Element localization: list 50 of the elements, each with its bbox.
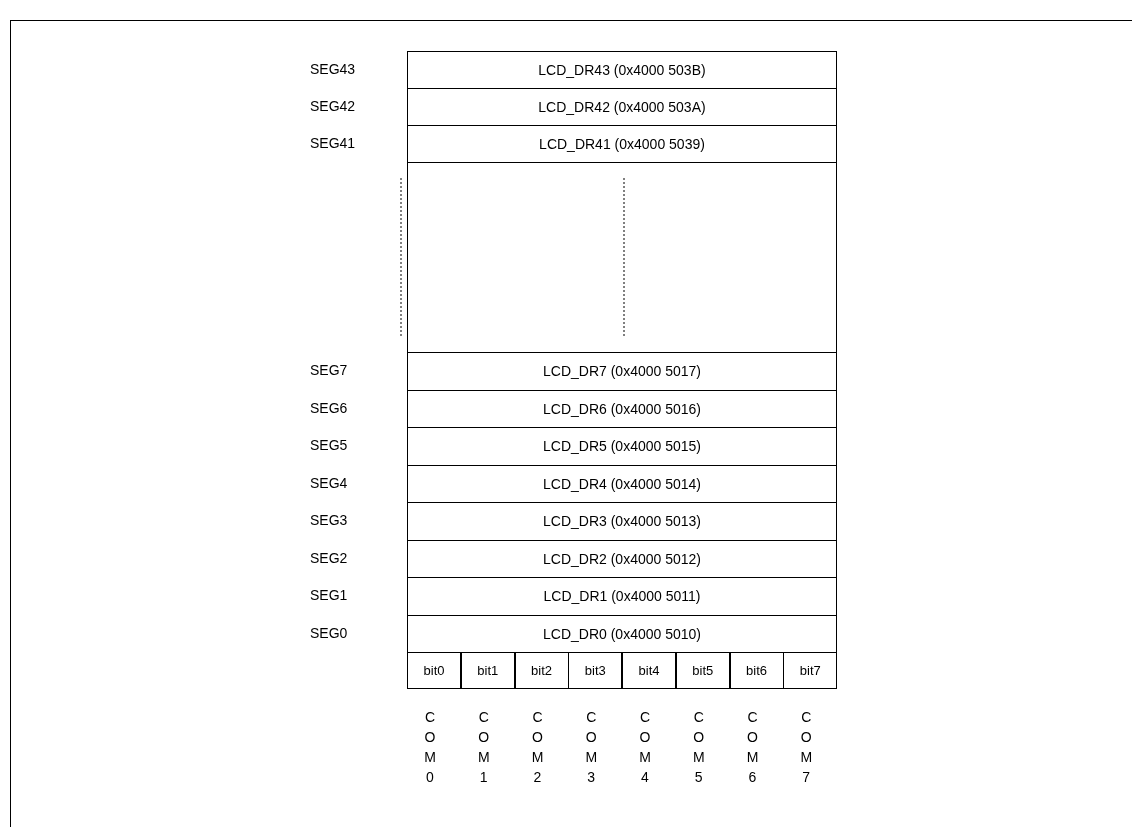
register-label: LCD_DR2 (0x4000 5012) bbox=[543, 550, 701, 567]
register-row bbox=[407, 577, 837, 616]
register-row bbox=[407, 502, 837, 541]
register-label: LCD_DR41 (0x4000 5039) bbox=[539, 136, 705, 152]
segment-label: SEG41 bbox=[310, 134, 356, 153]
segment-label: SEG3 bbox=[310, 511, 348, 530]
bit-cell: bit4 bbox=[622, 652, 676, 689]
bit-cell: bit7 bbox=[783, 652, 838, 689]
common-label: COM7 bbox=[799, 708, 814, 787]
bit-cell: bit5 bbox=[675, 652, 730, 689]
register-label: LCD_DR5 (0x4000 5015) bbox=[543, 438, 701, 455]
register-row bbox=[407, 51, 837, 89]
segment-label: SEG42 bbox=[310, 97, 356, 116]
segment-label: SEG5 bbox=[310, 436, 348, 455]
register-row bbox=[407, 88, 837, 126]
common-label: COM2 bbox=[530, 708, 545, 787]
register-label: LCD_DR4 (0x4000 5014) bbox=[543, 475, 701, 492]
segment-label: SEG1 bbox=[310, 586, 348, 605]
register-row bbox=[407, 539, 837, 578]
register-row bbox=[407, 352, 837, 391]
common-label: COM3 bbox=[584, 708, 599, 787]
segment-label: SEG0 bbox=[310, 623, 348, 643]
segment-label: SEG2 bbox=[310, 548, 348, 568]
segment-label: SEG43 bbox=[310, 60, 356, 79]
register-label: LCD_DR43 (0x4000 503B) bbox=[538, 62, 706, 78]
bit-cell: bit6 bbox=[729, 652, 784, 689]
segment-label: SEG6 bbox=[310, 398, 348, 418]
register-row bbox=[407, 389, 837, 428]
register-label: LCD_DR42 (0x4000 503A) bbox=[538, 99, 706, 115]
common-label: COM6 bbox=[745, 708, 760, 787]
common-label: COM5 bbox=[691, 708, 706, 787]
bit-cell: bit3 bbox=[568, 652, 623, 689]
register-label: LCD_DR3 (0x4000 5013) bbox=[543, 513, 701, 530]
common-label: COM0 bbox=[423, 708, 437, 787]
register-label: LCD_DR6 (0x4000 5016) bbox=[543, 400, 701, 417]
register-gap-box bbox=[407, 162, 837, 353]
segment-label: SEG7 bbox=[310, 361, 348, 380]
segment-label: SEG4 bbox=[310, 473, 348, 493]
register-row bbox=[407, 427, 837, 466]
bit-cell: bit0 bbox=[407, 652, 461, 689]
bit-cell: bit1 bbox=[460, 652, 515, 689]
register-label: LCD_DR1 (0x4000 5011) bbox=[543, 588, 701, 605]
register-row bbox=[407, 614, 837, 653]
register-row bbox=[407, 464, 837, 503]
common-label: COM4 bbox=[638, 708, 652, 787]
register-label: LCD_DR7 (0x4000 5017) bbox=[543, 363, 701, 380]
bit-cell: bit2 bbox=[514, 652, 569, 689]
register-row bbox=[407, 125, 837, 163]
common-label: COM1 bbox=[476, 708, 491, 787]
register-label: LCD_DR0 (0x4000 5010) bbox=[543, 625, 701, 642]
